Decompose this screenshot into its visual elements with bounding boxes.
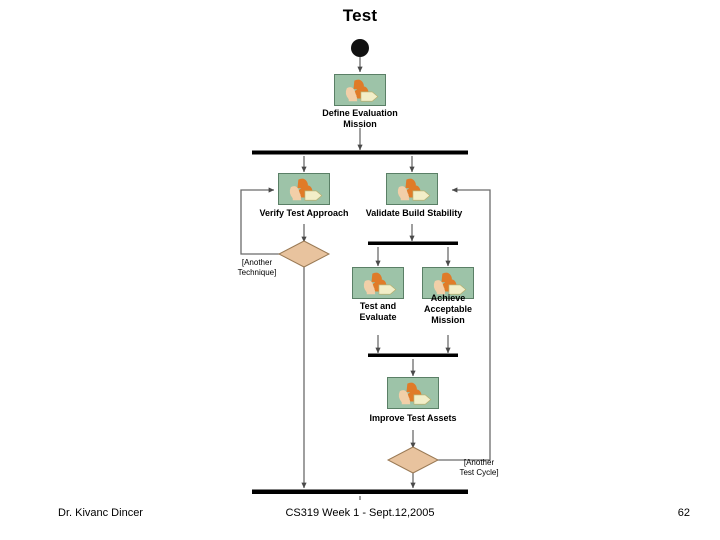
activity-validate-build-stability[interactable] — [386, 173, 438, 205]
label-verify-test-approach: Verify Test Approach — [259, 208, 349, 218]
join-bar-1 — [368, 353, 458, 357]
guard-label-another-technique: [Another Technique] — [237, 258, 277, 277]
footer-course-info: CS319 Week 1 - Sept.12,2005 — [285, 507, 435, 519]
footer-page-number: 62 — [677, 507, 690, 519]
activity-diagram: Define Evaluation Mission Verify Test Ap… — [237, 39, 499, 500]
diagram-connectors — [240, 39, 491, 500]
activity-worker-icon — [397, 178, 431, 201]
label-validate-build-stability: Validate Build Stability — [365, 208, 463, 218]
fork-bar-1 — [252, 150, 468, 155]
decision-node-another-test-cycle — [386, 446, 440, 474]
activity-worker-icon — [289, 178, 323, 201]
activity-improve-test-assets[interactable] — [387, 377, 439, 409]
label-achieve-acceptable-mission: Achieve Acceptable Mission — [423, 293, 473, 325]
activity-achieve-acceptable-mission[interactable] — [422, 267, 474, 299]
activity-test-and-evaluate[interactable] — [352, 267, 404, 299]
initial-node — [351, 39, 369, 57]
guard-label-another-test-cycle: [Another Test Cycle] — [459, 458, 499, 477]
activity-worker-icon — [363, 272, 397, 295]
activity-worker-icon — [345, 79, 379, 102]
activity-define-evaluation-mission[interactable] — [334, 74, 386, 106]
decision-node-another-technique — [277, 240, 331, 268]
activity-worker-icon — [398, 382, 432, 405]
label-test-and-evaluate: Test and Evaluate — [359, 301, 397, 322]
fork-bar-2 — [368, 241, 458, 245]
page-title: Test — [342, 6, 378, 25]
join-bar-2 — [252, 489, 468, 494]
label-improve-test-assets: Improve Test Assets — [369, 413, 457, 423]
footer-author: Dr. Kivanc Dincer — [58, 507, 143, 519]
activity-verify-test-approach[interactable] — [278, 173, 330, 205]
label-define-evaluation-mission: Define Evaluation Mission — [322, 108, 398, 129]
activity-worker-icon — [433, 272, 467, 295]
